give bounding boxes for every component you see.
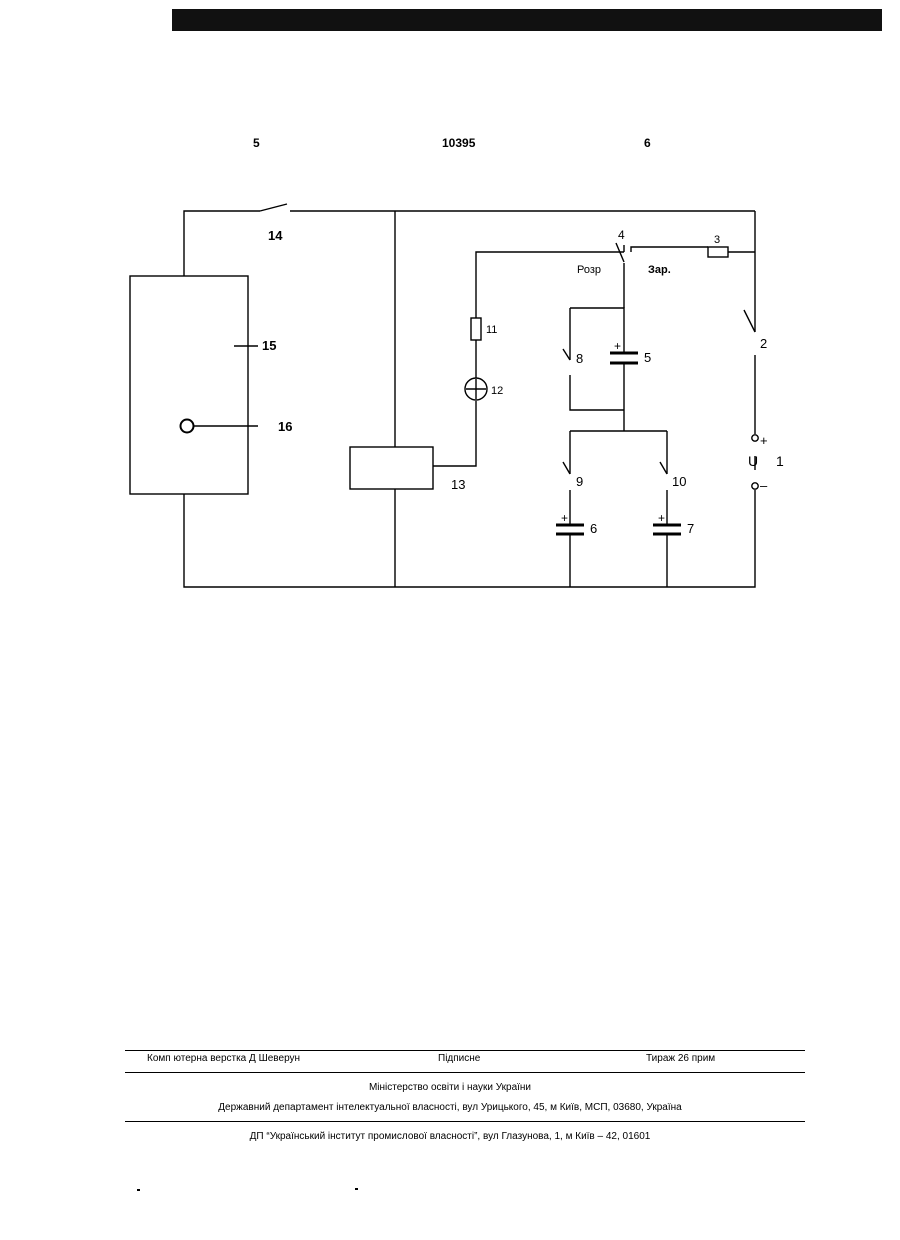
label-9: 9 [576,474,583,489]
resistor-11 [471,318,481,340]
footer-signed: Підписне [438,1053,480,1064]
footer-institute: ДП “Український інститут промислової вла… [0,1131,900,1142]
label-terminal-plus: + [760,433,768,448]
resistor-3 [708,247,728,257]
footer-ministry: Міністерство освіти і науки України [0,1082,900,1093]
label-10: 10 [672,474,686,489]
label-7: 7 [687,521,694,536]
label-11: 11 [486,324,497,336]
terminal-plus [752,435,758,441]
label-16: 16 [278,419,292,434]
label-8: 8 [576,351,583,366]
switch-14-blade [260,204,287,211]
label-7-plus: + [658,511,665,525]
element-16-circle [181,420,194,433]
label-5-plus: + [614,339,621,353]
footer-rule-top [125,1050,805,1051]
label-1: 1 [776,453,784,469]
block-13 [350,447,433,489]
wires [184,204,755,587]
label-13: 13 [451,477,465,492]
device-block-15 [130,276,248,494]
scan-speck-right [355,1188,358,1190]
label-terminal-minus: – [760,478,768,493]
label-discharge: Розр [577,264,601,276]
label-6: 6 [590,521,597,536]
label-3: 3 [714,234,720,246]
label-14: 14 [268,228,283,243]
capacitor-7 [653,525,681,534]
label-5: 5 [644,350,651,365]
footer-rule-bottom [125,1121,805,1122]
capacitor-6 [556,525,584,534]
label-15: 15 [262,338,276,353]
footer-rule-middle [125,1072,805,1073]
label-12: 12 [491,385,503,397]
switch-10-blade [660,462,667,474]
label-charge: Зар. [648,264,671,276]
label-voltage: U [748,453,758,469]
scan-speck-left [137,1189,140,1191]
capacitor-5 [610,353,638,363]
label-4: 4 [618,228,625,242]
footer-print-run: Тираж 26 прим [646,1053,715,1064]
footer-layout-credit: Комп ютерна верстка Д Шеверун [147,1053,300,1064]
label-2: 2 [760,336,767,351]
switch-2-blade [744,310,755,332]
switch-9-blade [563,462,570,474]
label-6-plus: + [561,511,568,525]
footer-department: Державний департамент інтелектуальної вл… [0,1102,900,1113]
circuit-schematic: 14 15 16 13 11 12 4 Розр Зар. 3 2 8 + 5 … [0,0,900,700]
switch-8-blade [563,349,570,360]
terminal-minus [752,483,758,489]
